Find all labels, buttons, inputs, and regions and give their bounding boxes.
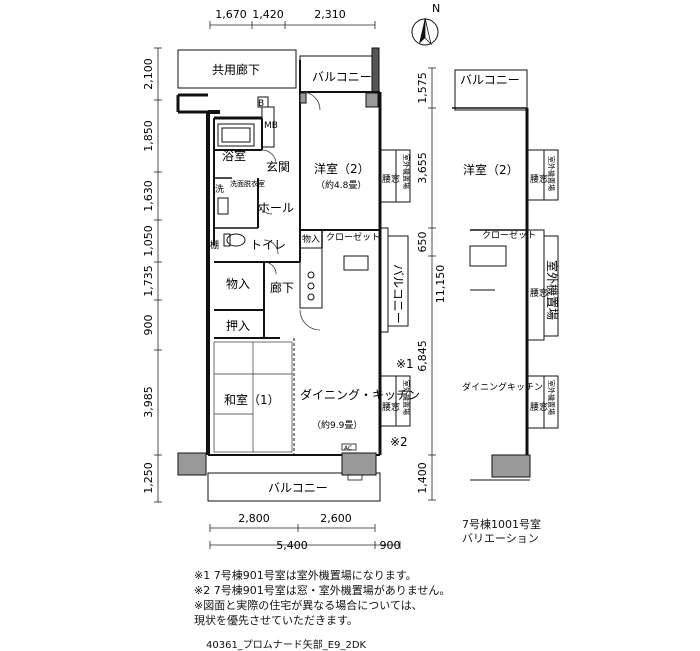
western-room-size: （約4.8畳） xyxy=(316,179,366,191)
dim-bottom-2: 2,600 xyxy=(320,512,352,525)
dim-bottom-4: 900 xyxy=(380,539,401,552)
dim-right-4: 11,150 xyxy=(434,265,447,304)
dim-left-5: 1,735 xyxy=(142,265,155,297)
toilet-label: トイレ xyxy=(250,238,286,252)
hallway-label: 廊下 xyxy=(270,280,294,295)
western-room-label: 洋室（2） xyxy=(314,161,370,176)
door-swings xyxy=(257,91,321,331)
koshimado-label-1: 腰窓 xyxy=(382,173,400,185)
north-label: N xyxy=(432,2,440,15)
dim-bottom-1: 2,800 xyxy=(238,512,270,525)
dining-size-label: （約9.9畳） xyxy=(312,419,362,431)
balcony-bottom-label: バルコニー xyxy=(268,481,328,495)
unit-walls xyxy=(176,47,382,502)
dim-top-2: 1,420 xyxy=(252,8,284,21)
note-4: 現状を優先させていただきます。 xyxy=(194,614,358,627)
outdoor-unit-label-2: 室外機置場 xyxy=(402,380,411,415)
bath-label: 浴室 xyxy=(222,148,246,163)
dim-left-3: 1,630 xyxy=(142,180,155,212)
entrance-label: 玄関 xyxy=(266,159,290,174)
variation-outdoor-unit-1: 室外機置場 xyxy=(547,156,556,191)
variation-western-room-label: 洋室（2） xyxy=(463,162,519,177)
dim-right-6: 1,400 xyxy=(416,462,429,494)
variation-outdoor-unit-2: 室外機置場 xyxy=(545,260,560,320)
room-labels: 共用廊下 バルコニー B MB 浴室 玄関 洋室（2） （約4.8畳） 洗 洗面… xyxy=(210,62,420,495)
right-dimension-labels: 1,575 3,655 650 11,150 6,845 1,400 xyxy=(416,72,447,494)
dim-left-2: 1,850 xyxy=(142,120,155,152)
variation-labels: バルコニー 洋室（2） クローゼット ダイニングキッチン 腰窓 腰窓 腰窓 室外… xyxy=(460,73,560,415)
common-corridor-label: 共用廊下 xyxy=(212,62,260,77)
bottom-dimension-labels: 2,800 2,600 5,400 900 xyxy=(238,512,400,552)
north-compass-icon: N xyxy=(411,2,440,46)
dim-left-4: 1,050 xyxy=(142,225,155,257)
variation-dining-label: ダイニングキッチン xyxy=(462,381,543,393)
closet-label: クローゼット xyxy=(326,231,380,243)
variation-closet-label: クローゼット xyxy=(482,229,536,241)
dim-left-6: 900 xyxy=(142,315,155,336)
variation-caption-line2: バリエーション xyxy=(462,532,539,545)
mb-label: MB xyxy=(264,121,278,131)
variation-caption: 7号棟1001号室 バリエーション xyxy=(462,518,541,546)
dim-left-8: 1,250 xyxy=(142,462,155,494)
variation-koshimado-1: 腰窓 xyxy=(530,173,548,185)
outdoor-unit-label-1: 室外機置場 xyxy=(402,154,411,189)
koshimado-label-2: 腰窓 xyxy=(382,401,400,413)
note-2: ※2 7号棟901号室は窓・室外機置場がありません。 xyxy=(194,584,451,597)
dim-top-3: 2,310 xyxy=(314,8,346,21)
wash-label: 洗 xyxy=(215,183,224,195)
variation-caption-line1: 7号棟1001号室 xyxy=(462,518,541,531)
storage-small-label: 物入 xyxy=(302,233,320,245)
dim-right-1: 1,575 xyxy=(416,72,429,104)
b-label: B xyxy=(258,99,264,109)
balcony-side-label: バルコニー xyxy=(391,264,405,324)
japanese-room-label: 和室（1） xyxy=(224,392,280,407)
ac-label: AC xyxy=(344,445,352,452)
washroom-label: 洗面脱衣室 xyxy=(230,179,265,188)
variation-plan xyxy=(452,69,559,481)
note-mark-2: ※2 xyxy=(390,435,408,449)
kitchen-counter xyxy=(299,247,369,309)
variation-koshimado-2: 腰窓 xyxy=(530,287,548,299)
shelf-label: 棚 xyxy=(210,239,219,251)
note-3: ※図面と実際の住宅が異なる場合については、 xyxy=(194,599,423,612)
bath-fixtures xyxy=(217,96,275,247)
left-dimension-labels: 2,100 1,850 1,630 1,050 1,735 900 3,985 … xyxy=(142,58,155,494)
variation-balcony-label: バルコニー xyxy=(460,73,520,87)
storage-label: 物入 xyxy=(226,277,250,291)
top-dimension-labels: 1,670 1,420 2,310 xyxy=(215,8,346,21)
dim-right-3: 650 xyxy=(416,232,429,253)
variation-koshimado-3: 腰窓 xyxy=(530,401,548,413)
side-windows xyxy=(379,149,411,427)
dimension-lines xyxy=(154,21,436,549)
note-1: ※1 7号棟901号室は室外機置場になります。 xyxy=(194,569,417,582)
dim-right-5: 6,845 xyxy=(416,340,429,372)
note-mark-1: ※1 xyxy=(396,357,414,371)
dim-left-7: 3,985 xyxy=(142,386,155,418)
notes: ※1 7号棟901号室は室外機置場になります。 ※2 7号棟901号室は窓・室外… xyxy=(194,568,674,628)
balcony-top-label: バルコニー xyxy=(312,70,372,84)
tatami-pattern xyxy=(213,341,293,453)
file-name: 40361_プロムナード矢部_E9_2DK xyxy=(206,640,367,651)
dim-right-2: 3,655 xyxy=(416,152,429,184)
dim-top-1: 1,670 xyxy=(215,8,247,21)
dining-kitchen-label: ダイニング・キッチン xyxy=(300,387,420,402)
oshiire-label: 押入 xyxy=(226,319,250,333)
dim-bottom-3: 5,400 xyxy=(276,539,308,552)
structural-columns xyxy=(177,92,379,476)
dim-left-1: 2,100 xyxy=(142,58,155,90)
hall-label: ホール xyxy=(258,201,294,215)
variation-outdoor-unit-3: 室外機置場 xyxy=(547,380,556,415)
